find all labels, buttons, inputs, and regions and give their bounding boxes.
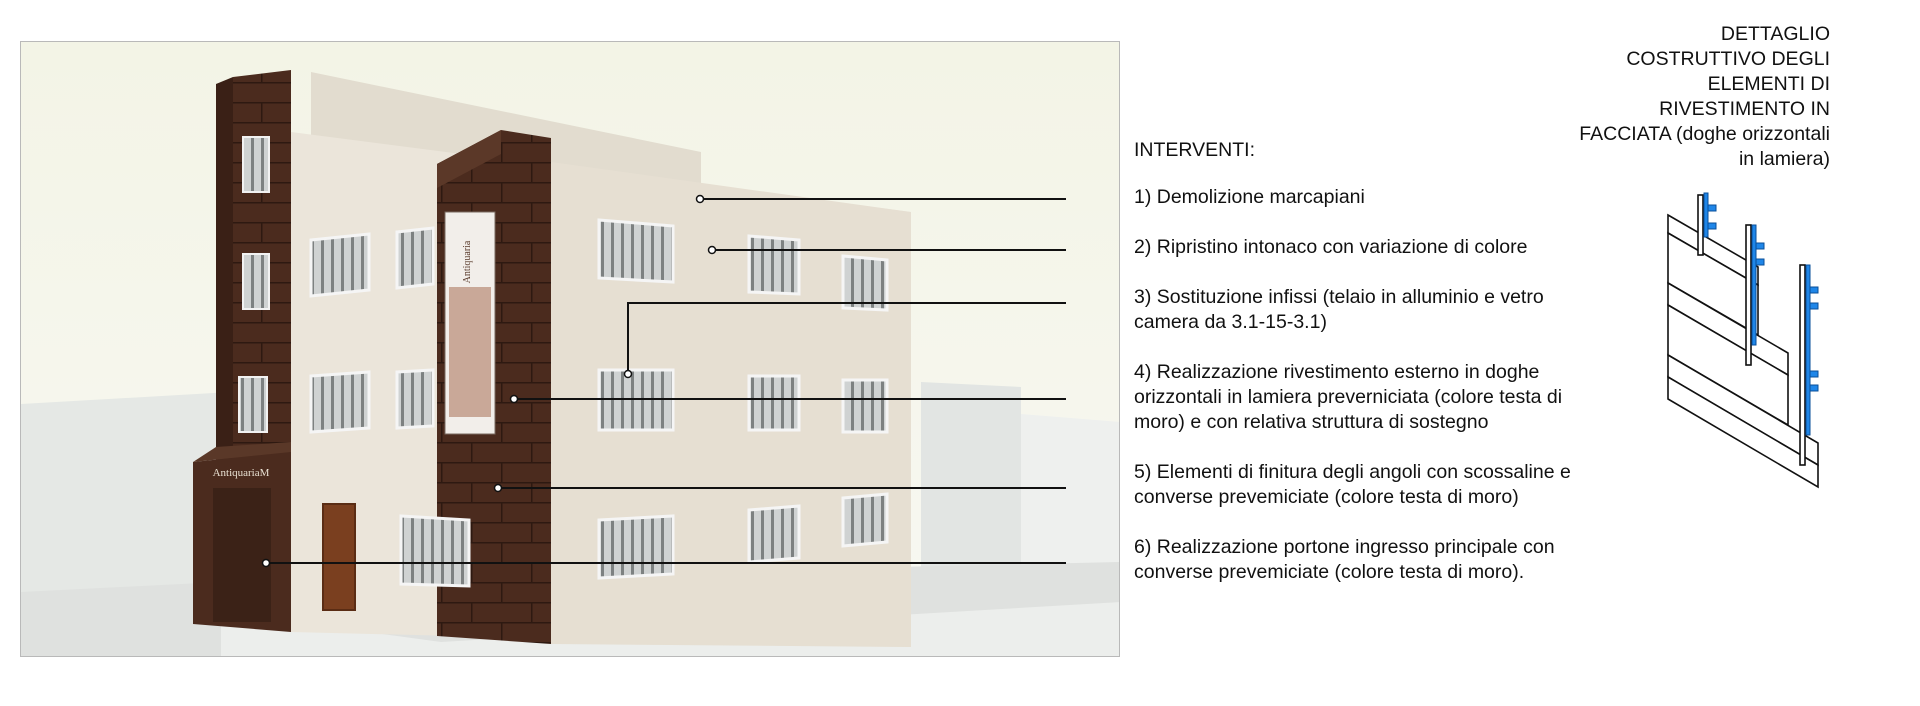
intervention-item-3: 3) Sostituzione infissi (telaio in allum… <box>1134 286 1544 333</box>
interventions-heading: INTERVENTI: <box>1134 139 1255 161</box>
interventions-list: INTERVENTI: 1) Demolizione marcapiani 2)… <box>1134 138 1634 610</box>
banner-text: Antiquaria <box>462 240 473 283</box>
entrance-canopy <box>193 442 291 462</box>
intervention-item-6: 6) Realizzazione portone ingresso princi… <box>1134 536 1555 583</box>
cladding-tower-left-edge <box>216 77 233 502</box>
intervention-item-4: 4) Realizzazione rivestimento esterno in… <box>1134 361 1563 433</box>
tower-window <box>242 253 270 310</box>
windows-row-2 <box>309 368 889 434</box>
windows-row-1 <box>309 218 889 312</box>
building-render-svg: AntiquariaM Antiquaria <box>21 42 1119 656</box>
wooden-door <box>322 503 356 611</box>
building-render: AntiquariaM Antiquaria <box>20 41 1120 657</box>
intervention-item-5: 5) Elementi di finitura degli angoli con… <box>1134 461 1571 508</box>
intervention-item-2: 2) Ripristino intonaco con variazione di… <box>1134 236 1528 258</box>
detail-panel-6 <box>1667 375 1819 489</box>
detail-brackets <box>1703 192 1819 436</box>
detail-rail-2 <box>1745 224 1752 366</box>
shop-sign: AntiquariaM <box>213 467 270 479</box>
detail-rail-1 <box>1697 194 1704 256</box>
entrance-door <box>213 488 271 622</box>
detail-rail-3 <box>1799 264 1806 466</box>
cladding-detail-drawing <box>1667 192 1819 489</box>
detail-title: DETTAGLIO COSTRUTTIVO DEGLI ELEMENTI DI … <box>1579 23 1830 170</box>
banner-image <box>449 287 491 417</box>
tower-window <box>242 136 270 193</box>
intervention-item-1: 1) Demolizione marcapiani <box>1134 186 1365 208</box>
tower-window <box>238 376 268 433</box>
cladding-tower-center-top <box>437 130 501 188</box>
